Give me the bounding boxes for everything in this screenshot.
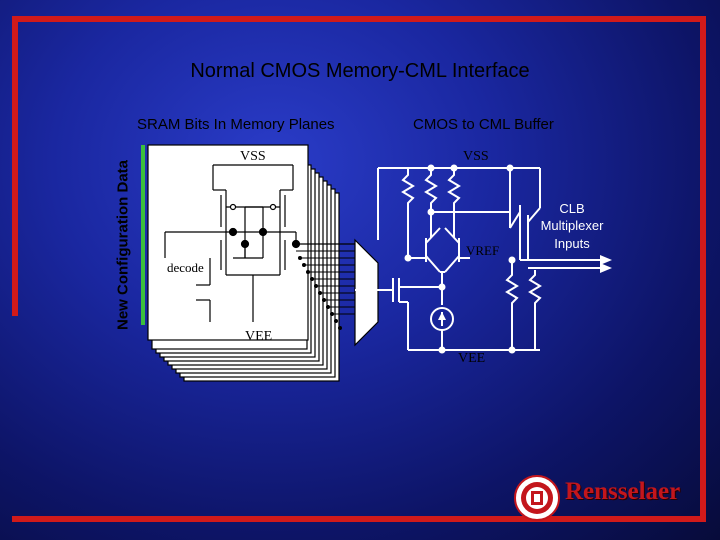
decode-label: decode xyxy=(167,260,204,275)
clb-label-line3: Inputs xyxy=(554,236,590,251)
clb-label-line1: CLB xyxy=(559,201,584,216)
output-arrow-top xyxy=(600,255,612,265)
plane-bus-lines xyxy=(296,250,355,315)
accent-bar xyxy=(141,145,145,325)
clb-label-line2: Multiplexer xyxy=(541,218,605,233)
vss-right-label: VSS xyxy=(463,149,489,164)
memory-plane-front xyxy=(147,144,309,341)
current-source-arrow xyxy=(438,312,446,320)
output-arrow-bottom xyxy=(600,263,612,273)
vref-label: VREF xyxy=(466,243,499,258)
vee-left-label: VEE xyxy=(245,329,272,344)
vee-right-label: VEE xyxy=(458,351,485,366)
sram-heading: SRAM Bits In Memory Planes xyxy=(137,116,335,133)
brand-wordmark: Rensselaer xyxy=(565,478,681,505)
buffer-heading: CMOS to CML Buffer xyxy=(413,116,554,133)
sram-cell xyxy=(164,164,355,322)
multiplexer-shape xyxy=(354,238,379,347)
frame-right-bar xyxy=(700,16,706,522)
vss-left-label: VSS xyxy=(240,149,266,164)
plane-bus-dots xyxy=(298,256,342,330)
frame-top-bar xyxy=(12,16,706,22)
frame-bottom-bar xyxy=(12,516,706,522)
cml-buffer-schematic xyxy=(355,167,600,351)
frame-left-bar xyxy=(12,16,18,316)
rensselaer-seal-logo xyxy=(514,475,560,521)
slide-title: Normal CMOS Memory-CML Interface xyxy=(190,60,530,82)
buffer-junction-dots xyxy=(404,164,516,354)
